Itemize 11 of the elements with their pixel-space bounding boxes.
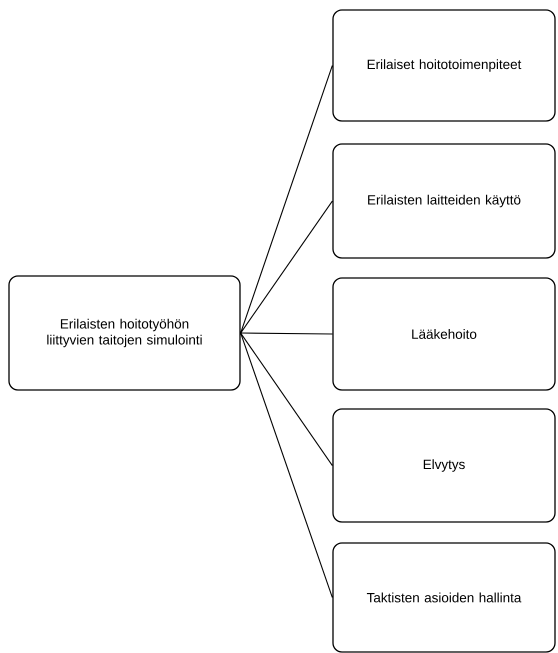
connector-line: [240, 200, 333, 334]
item-box: Erilaiset hoitotoimenpiteet: [332, 9, 556, 122]
item-box: Lääkehoito: [332, 277, 556, 391]
connector-line: [240, 332, 332, 335]
connector-line: [240, 332, 333, 466]
connector-line: [240, 65, 333, 334]
connector-line: [240, 332, 333, 598]
item-box: Taktisten asioiden hallinta: [332, 542, 556, 653]
topic-box: Erilaisten hoitotyöhön liittyvien taitojen simulointi: [8, 275, 241, 391]
item-box: Erilaisten laitteiden käyttö: [332, 143, 556, 259]
item-box: Elvytys: [332, 408, 556, 523]
